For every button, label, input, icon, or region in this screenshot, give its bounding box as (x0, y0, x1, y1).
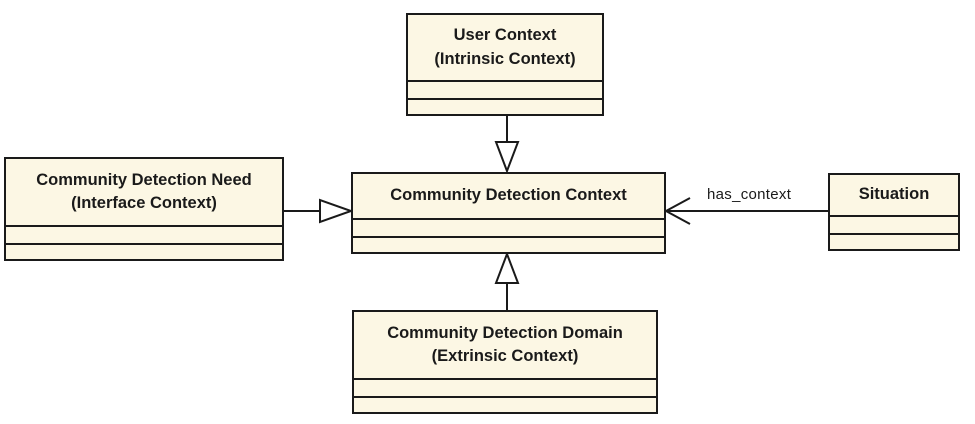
class-community-detection-need-attributes (6, 225, 282, 243)
class-user-context-name: User Context (Intrinsic Context) (408, 15, 602, 80)
generalization-arrowhead-cd-need (319, 198, 354, 224)
class-situation: Situation (828, 173, 960, 251)
class-user-context: User Context (Intrinsic Context) (406, 13, 604, 116)
class-community-detection-need-subtitle: (Interface Context) (71, 194, 217, 212)
class-user-context-title: User Context (453, 26, 557, 45)
class-community-detection-context: Community Detection Context (351, 172, 666, 254)
generalization-arrowhead-user-context (494, 141, 520, 174)
class-community-detection-domain-name: Community Detection Domain (Extrinsic Co… (354, 312, 656, 378)
class-community-detection-domain-subtitle: (Extrinsic Context) (431, 347, 579, 365)
class-community-detection-domain-attributes (354, 378, 656, 396)
class-situation-title: Situation (858, 185, 930, 204)
class-community-detection-need-name: Community Detection Need (Interface Cont… (6, 159, 282, 225)
class-community-detection-context-attributes (353, 218, 664, 236)
class-community-detection-domain: Community Detection Domain (Extrinsic Co… (352, 310, 658, 414)
class-user-context-operations (408, 98, 602, 114)
class-community-detection-domain-operations (354, 396, 656, 412)
generalization-arrowhead-cd-domain (494, 251, 520, 284)
class-community-detection-need-title: Community Detection Need (36, 170, 252, 189)
class-situation-name: Situation (830, 175, 958, 215)
class-situation-operations (830, 233, 958, 249)
class-community-detection-need-operations (6, 243, 282, 259)
class-community-detection-context-name: Community Detection Context (353, 174, 664, 218)
class-user-context-attributes (408, 80, 602, 98)
class-situation-attributes (830, 215, 958, 233)
association-label-has-context: has_context (707, 186, 792, 203)
class-user-context-subtitle: (Intrinsic Context) (434, 49, 576, 68)
class-community-detection-context-title: Community Detection Context (390, 186, 627, 205)
class-community-detection-context-operations (353, 236, 664, 252)
class-community-detection-domain-title: Community Detection Domain (387, 323, 623, 342)
class-community-detection-need: Community Detection Need (Interface Cont… (4, 157, 284, 261)
association-arrowhead-has-context (663, 197, 691, 225)
